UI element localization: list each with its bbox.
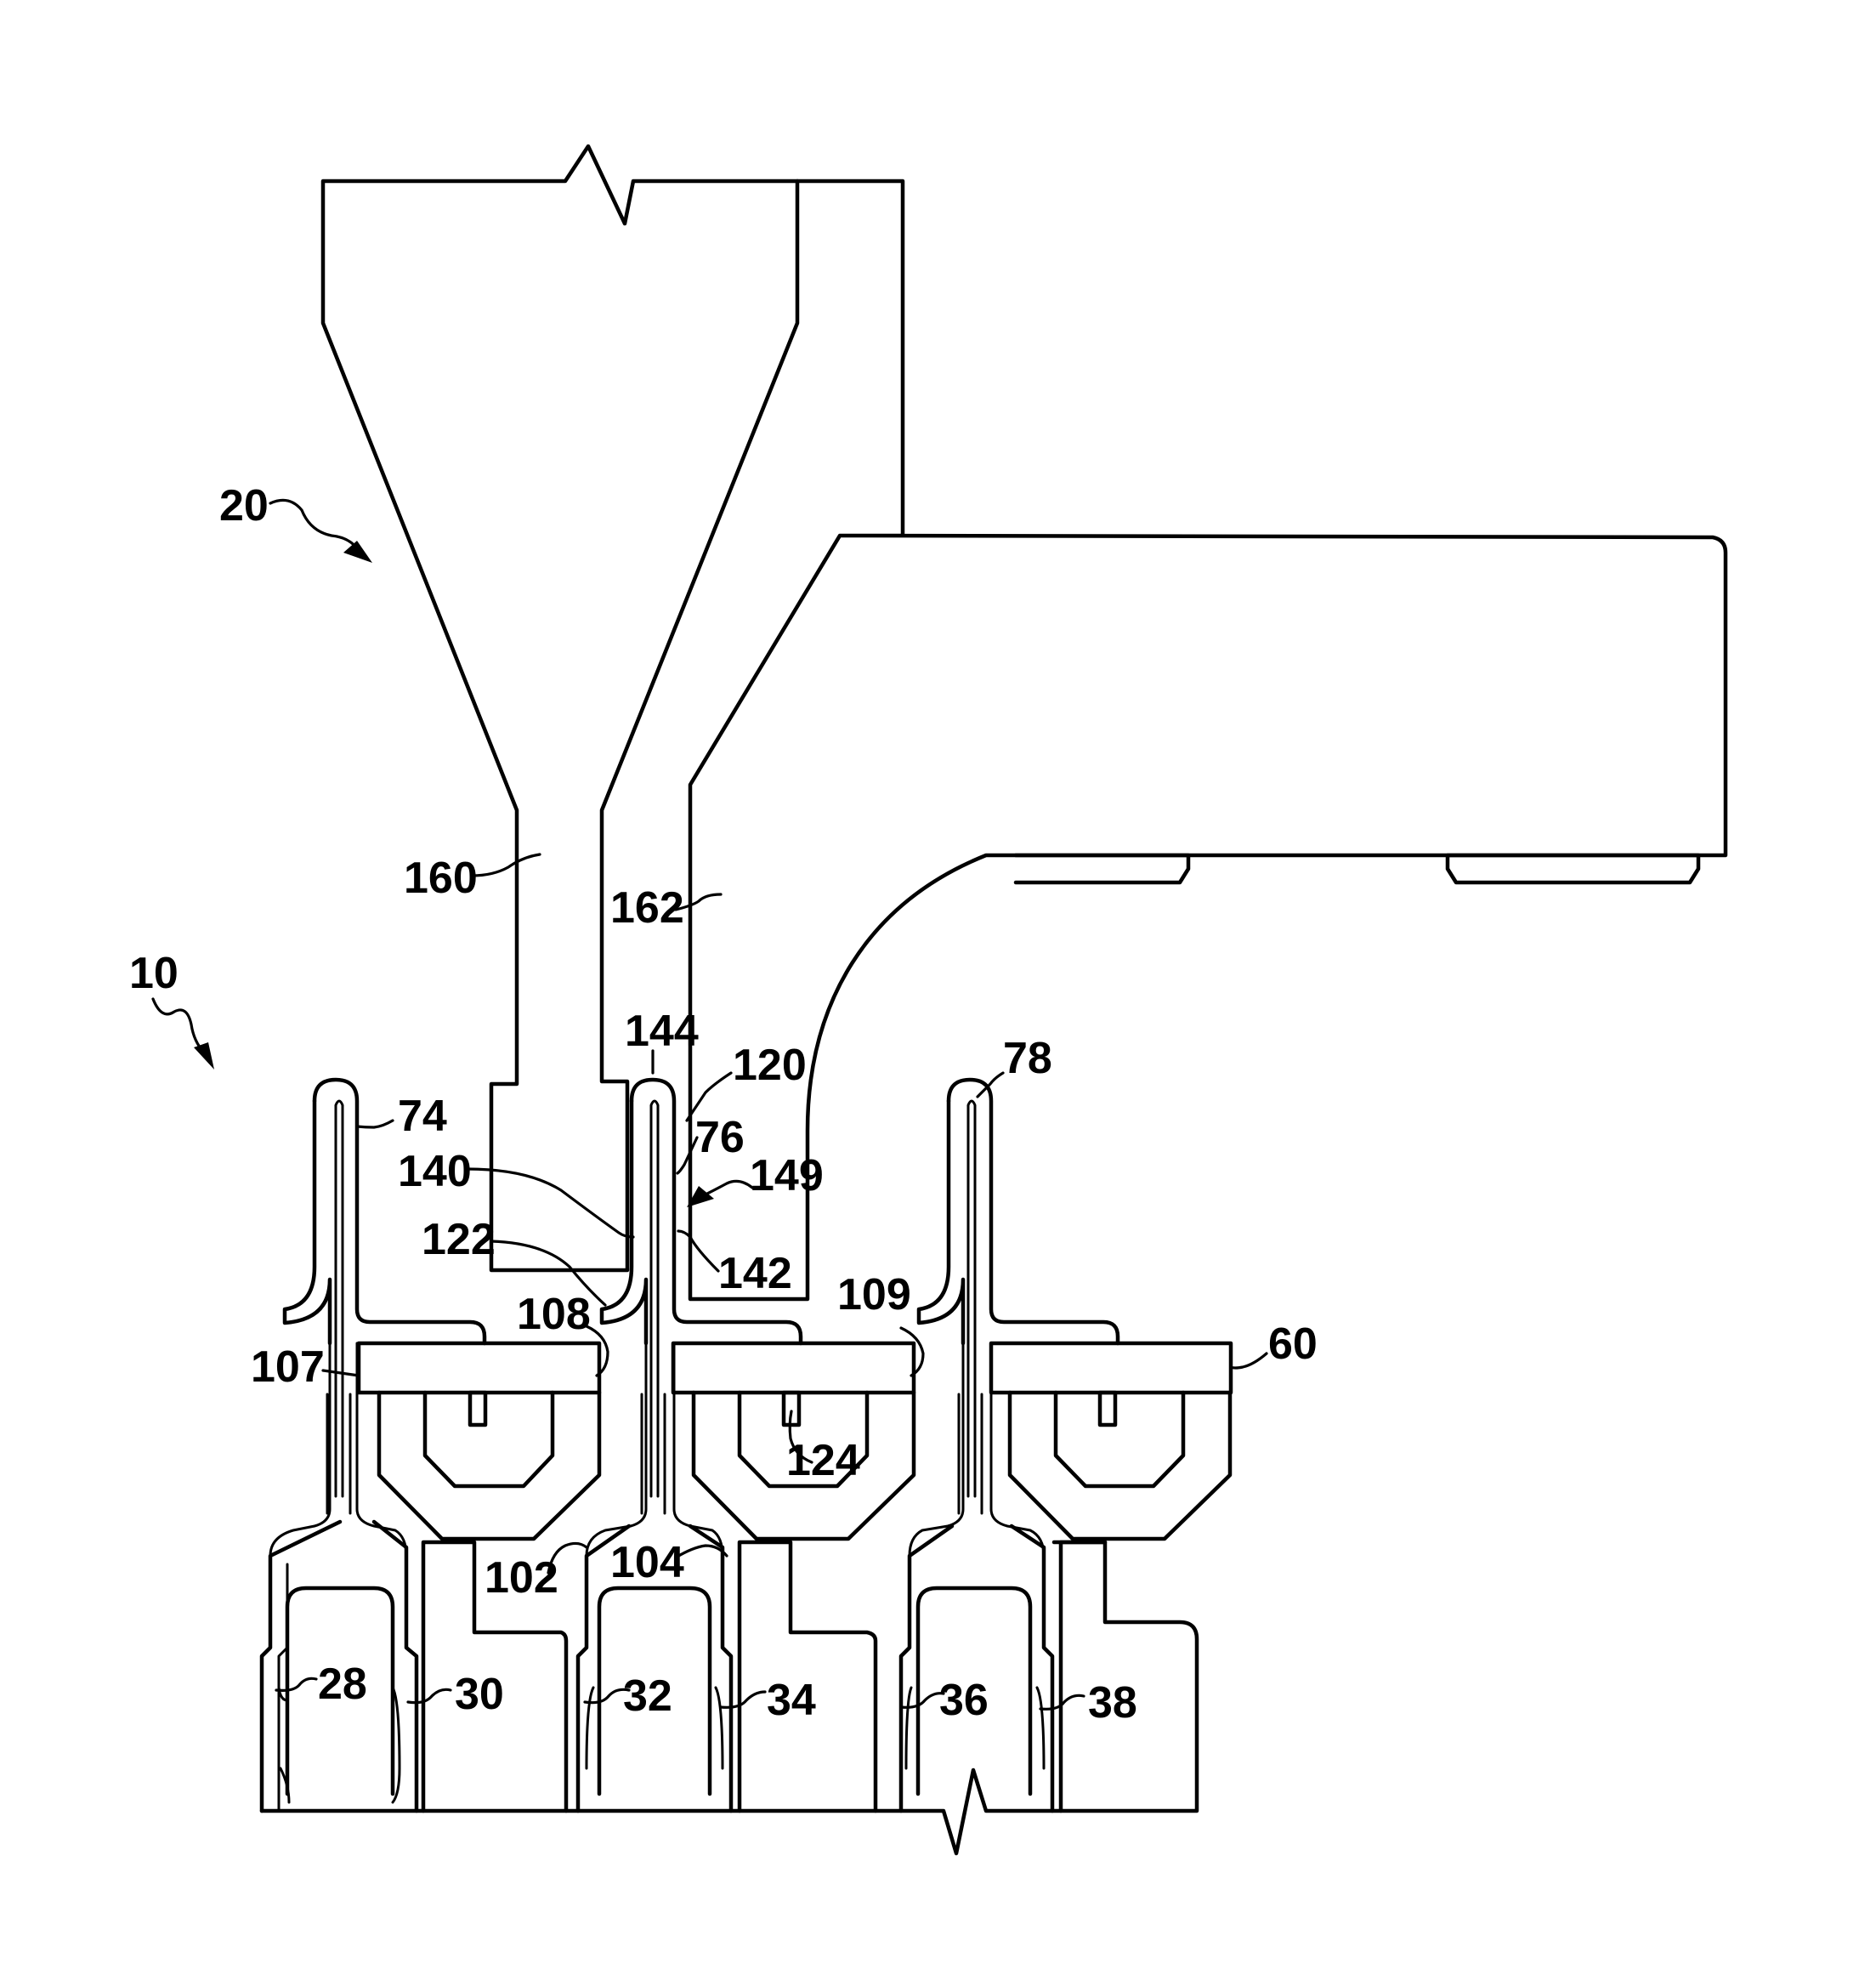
- label-107: 107: [251, 1342, 325, 1392]
- label-140: 140: [398, 1147, 472, 1196]
- label-160: 160: [404, 854, 478, 903]
- label-34: 34: [767, 1676, 816, 1725]
- leader-lines: [153, 500, 1267, 1709]
- label-142: 142: [718, 1249, 792, 1298]
- label-108: 108: [517, 1290, 591, 1339]
- label-162: 162: [610, 883, 684, 933]
- label-78: 78: [1003, 1034, 1052, 1083]
- tool-20: [323, 146, 1726, 1299]
- label-124: 124: [786, 1436, 860, 1485]
- label-38: 38: [1088, 1678, 1137, 1728]
- carrier-strips: [359, 1343, 1231, 1393]
- label-36: 36: [939, 1676, 989, 1725]
- label-109: 109: [837, 1270, 911, 1319]
- label-104: 104: [610, 1538, 684, 1587]
- label-149: 149: [750, 1151, 824, 1200]
- label-20: 20: [219, 481, 269, 531]
- label-32: 32: [623, 1671, 672, 1721]
- label-102: 102: [485, 1553, 558, 1603]
- label-120: 120: [733, 1041, 807, 1090]
- label-30: 30: [455, 1670, 504, 1719]
- label-74: 74: [398, 1092, 447, 1141]
- label-122: 122: [422, 1215, 496, 1264]
- label-144: 144: [625, 1007, 699, 1056]
- label-60: 60: [1268, 1319, 1318, 1369]
- label-10: 10: [129, 949, 179, 998]
- label-28: 28: [318, 1660, 367, 1709]
- label-76: 76: [695, 1113, 745, 1162]
